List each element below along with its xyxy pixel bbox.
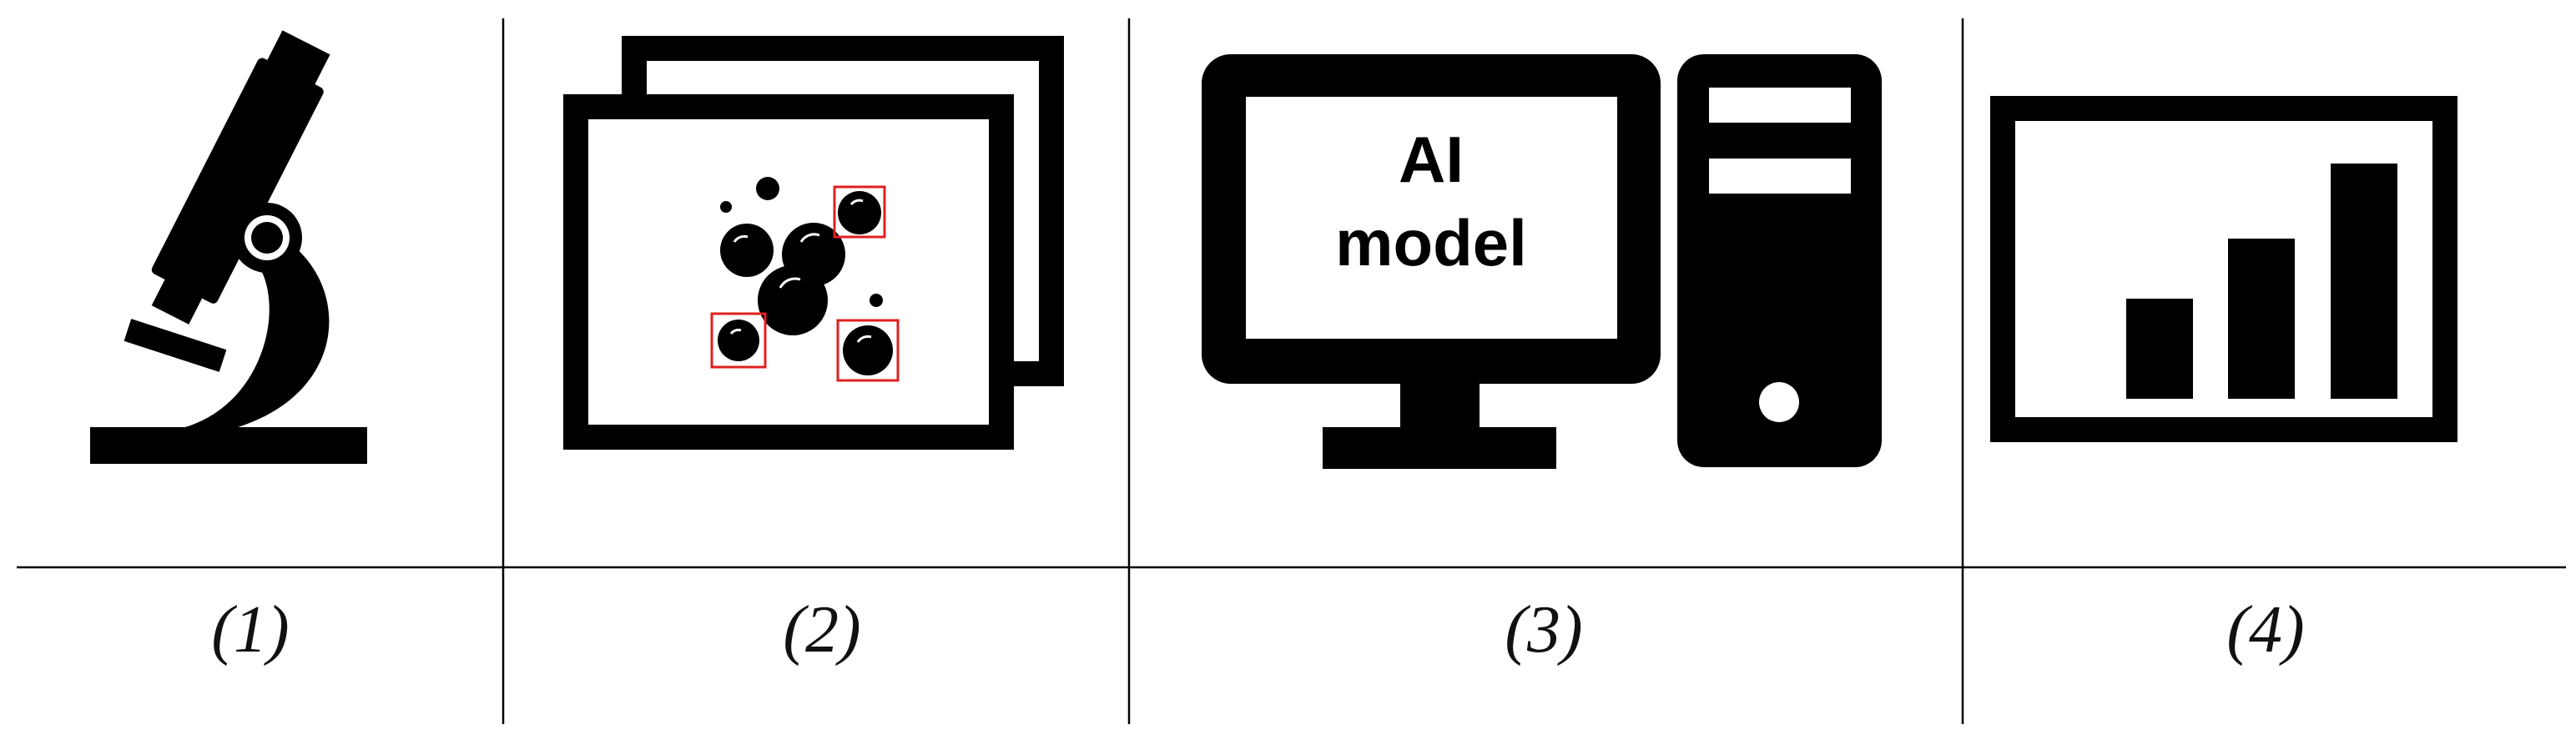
caption-panel-2: (2) <box>783 593 861 667</box>
microscope-icon <box>90 30 367 464</box>
caption-panel-3: (3) <box>1505 593 1583 667</box>
caption-panel-1: (1) <box>211 593 290 667</box>
front-frame <box>563 94 1014 450</box>
detection-box <box>833 185 886 239</box>
detection-boxes <box>710 185 900 382</box>
bar-chart-icon <box>1990 96 2458 442</box>
caption-panel-4: (4) <box>2226 593 2305 667</box>
monitor-icon: AI model <box>1202 54 1661 469</box>
chart-frame <box>1990 96 2458 442</box>
chart-bar <box>2331 164 2397 399</box>
panel-dividers <box>17 18 2566 724</box>
bubble-highlights <box>729 199 872 343</box>
computer-icon: AI model <box>1202 54 1882 469</box>
detection-box <box>836 319 900 382</box>
screen-text-line-1: AI <box>1399 123 1464 196</box>
detection-box <box>710 312 767 369</box>
image-stack-icon <box>563 36 1064 450</box>
screen-text-line-2: model <box>1335 206 1527 279</box>
chart-bar <box>2126 299 2193 399</box>
chart-bar <box>2228 239 2295 399</box>
bubble-cluster <box>718 177 893 375</box>
pc-tower-icon <box>1677 54 1882 467</box>
